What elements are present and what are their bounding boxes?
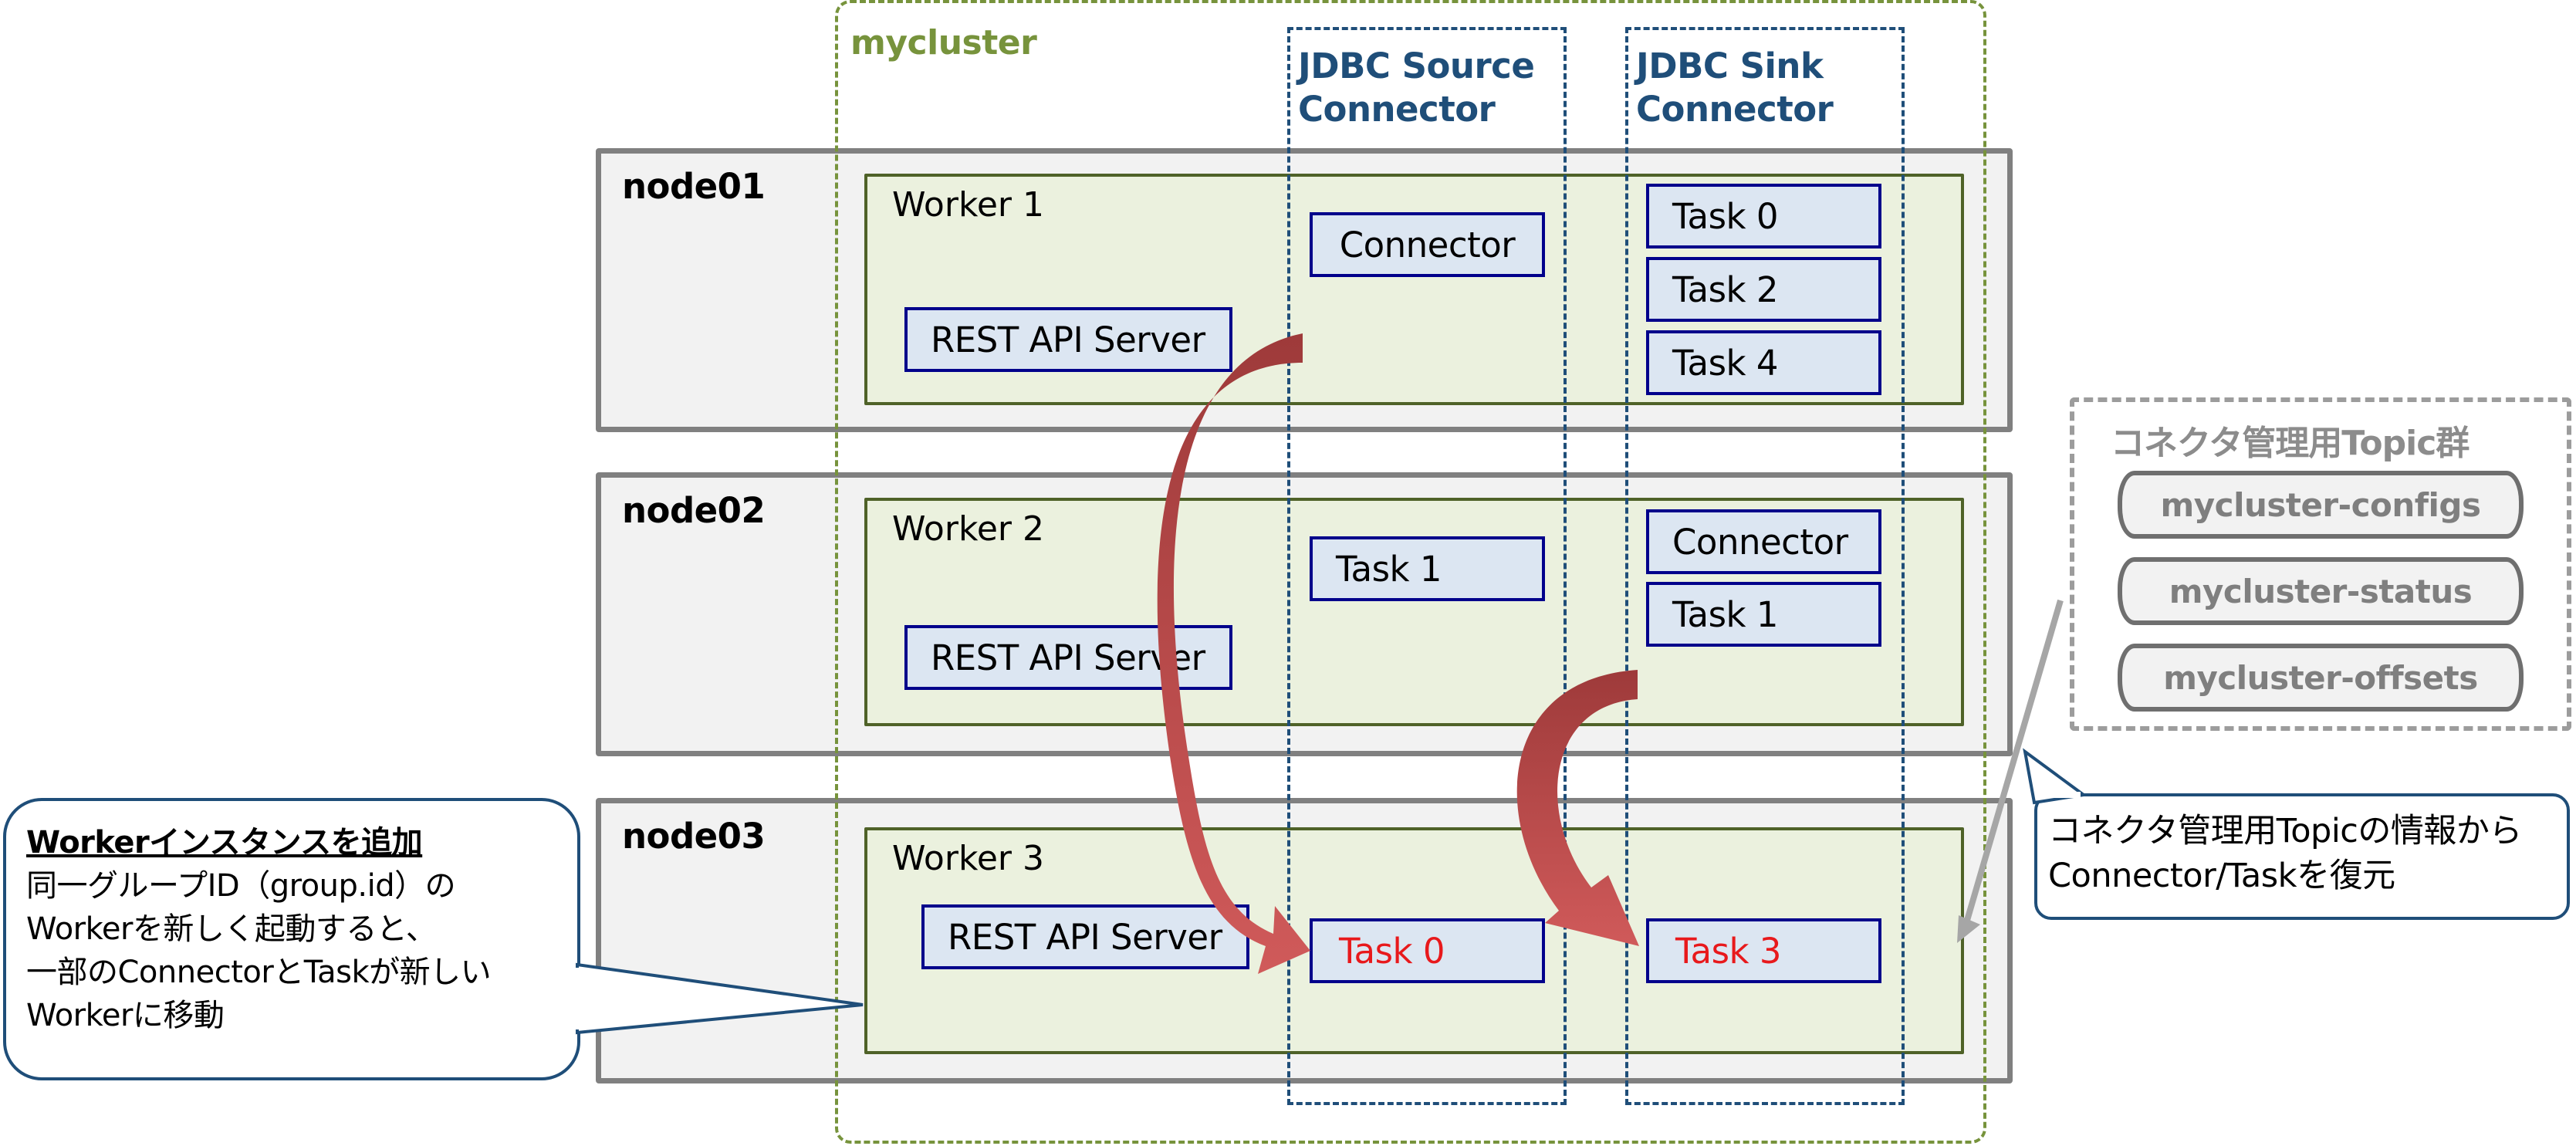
topic-group — [2070, 397, 2571, 731]
node03-source-task-0: Task 0 — [1310, 918, 1545, 983]
node01-sink-task-2: Task 2 — [1646, 257, 1881, 322]
worker2-label: Worker 2 — [892, 509, 1044, 549]
callout-add-worker-text: Workerインスタンスを追加 同一グループID（group.id）の Work… — [26, 821, 492, 1037]
jdbc-sink-column-label: JDBC Sink Connector — [1636, 45, 1834, 131]
node02-sink-connector: Connector — [1646, 509, 1881, 574]
topic-mycluster-status: mycluster-status — [2118, 557, 2524, 625]
cluster-boundary — [835, 0, 1986, 1144]
move-arrow-source — [1157, 333, 1310, 974]
node03-label: node03 — [622, 816, 766, 857]
jdbc-source-column-label: JDBC Source Connector — [1298, 45, 1535, 131]
callout-restore-pointer — [2023, 748, 2088, 805]
jdbc-sink-column — [1625, 27, 1905, 1105]
node01-label: node01 — [622, 166, 766, 207]
node01-source-connector: Connector — [1310, 212, 1545, 277]
callout-add-worker-line: Workerを新しく起動すると、 — [26, 911, 437, 947]
node03-rest-api-server: REST API Server — [921, 904, 1249, 969]
callout-restore — [2034, 793, 2570, 920]
jdbc-source-column — [1287, 27, 1567, 1105]
node03-sink-task-3: Task 3 — [1646, 918, 1881, 983]
callout-restore-line: Connector/Taskを復元 — [2048, 857, 2395, 895]
move-arrow-sink — [1516, 670, 1639, 946]
callout-restore-line: コネクタ管理用Topicの情報から — [2048, 812, 2522, 850]
callout-add-worker-line: 一部のConnectorとTaskが新しい — [26, 955, 492, 990]
jdbc-source-label-line2: Connector — [1298, 89, 1496, 130]
callout-add-worker — [3, 798, 580, 1080]
jdbc-sink-label-line1: JDBC Sink — [1636, 46, 1824, 86]
jdbc-source-label-line1: JDBC Source — [1298, 46, 1535, 86]
topic-group-title: コネクタ管理用Topic群 — [2111, 424, 2470, 463]
worker1-label: Worker 1 — [892, 185, 1044, 225]
node01-rest-api-server: REST API Server — [904, 307, 1232, 372]
topic-mycluster-configs: mycluster-configs — [2118, 471, 2524, 539]
node02-source-task-1: Task 1 — [1310, 536, 1545, 601]
node01-sink-task-0: Task 0 — [1646, 184, 1881, 248]
callout-restore-text: コネクタ管理用Topicの情報から Connector/Taskを復元 — [2048, 809, 2522, 898]
node01-sink-task-4: Task 4 — [1646, 330, 1881, 395]
worker3-label: Worker 3 — [892, 839, 1044, 878]
topic-restore-arrow — [1957, 599, 2064, 943]
callout-add-worker-line: 同一グループID（group.id）の — [26, 868, 456, 904]
jdbc-sink-label-line2: Connector — [1636, 89, 1834, 130]
callout-add-worker-heading: Workerインスタンスを追加 — [26, 825, 423, 860]
topic-mycluster-offsets: mycluster-offsets — [2118, 644, 2524, 712]
callout-add-worker-pointer — [576, 962, 864, 1035]
callout-add-worker-line: Workerに移動 — [26, 998, 225, 1033]
node02-sink-task-1: Task 1 — [1646, 582, 1881, 647]
cluster-label: mycluster — [850, 23, 1037, 63]
node02-label: node02 — [622, 490, 766, 531]
